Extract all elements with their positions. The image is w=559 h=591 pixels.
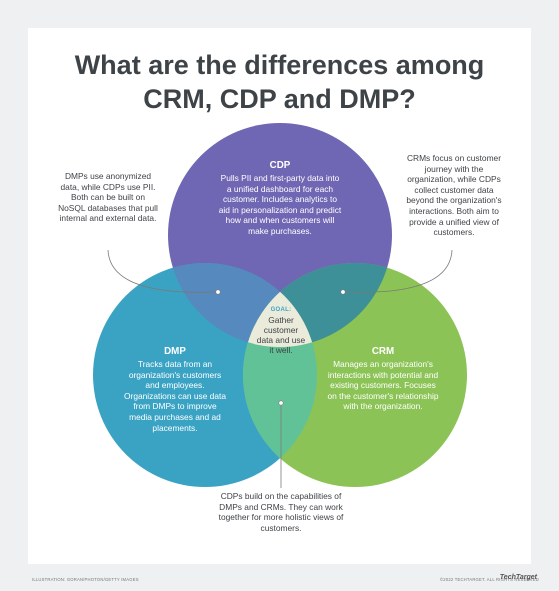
goal-label: GOAL: — [270, 307, 292, 313]
illustration-credit: ILLUSTRATION: GORAN/PHOTON/GETTY IMAGES — [32, 577, 139, 582]
crm-description: Manages an organization's interactions w… — [327, 359, 439, 412]
bottom-callout: CDPs build on the capabilities of DMPs a… — [218, 491, 344, 533]
goal-block: GOAL: Gather customer data and use it we… — [256, 306, 306, 355]
crm-text-block: CRM Manages an organization's interactio… — [327, 345, 439, 412]
left-callout: DMPs use anonymized data, while CDPs use… — [58, 171, 158, 224]
crm-label: CRM — [371, 346, 395, 357]
left-callout-dot — [215, 289, 221, 295]
cdp-label: CDP — [269, 160, 291, 171]
right-callout-dot — [340, 289, 346, 295]
dmp-description: Tracks data from an organization's custo… — [124, 359, 226, 433]
title-line-2: CRM, CDP and DMP? — [143, 84, 416, 114]
copyright: ©2022 TECHTARGET. ALL RIGHTS RESERVED — [440, 577, 539, 582]
cdp-description: Pulls PII and first-party data into a un… — [218, 173, 342, 236]
title-line-1: What are the differences among — [74, 50, 485, 80]
bottom-callout-dot — [278, 400, 284, 406]
page-title: What are the differences among CRM, CDP … — [0, 48, 559, 116]
center-overlap — [243, 263, 317, 347]
techtarget-logo: TechTarget — [499, 574, 537, 581]
dmp-label: DMP — [164, 346, 186, 357]
left-callout-line — [107, 249, 217, 293]
right-callout-line — [344, 249, 453, 293]
right-callout: CRMs focus on customer journey with the … — [406, 153, 502, 238]
cdp-text-block: CDP Pulls PII and first-party data into … — [218, 159, 342, 237]
dmp-text-block: DMP Tracks data from an organization's c… — [121, 345, 229, 433]
goal-text: Gather customer data and use it well. — [256, 315, 306, 355]
